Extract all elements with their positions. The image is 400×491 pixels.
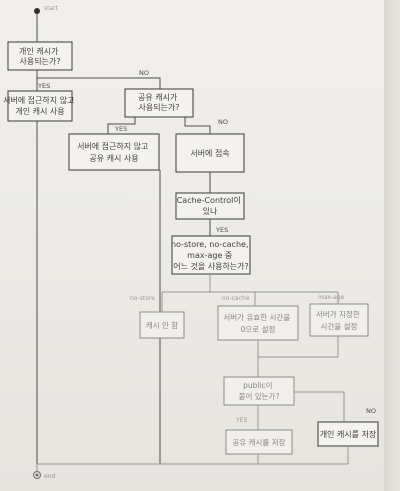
node-store-shared-cache <box>225 429 293 455</box>
edge-label-no-2: NO <box>218 118 228 126</box>
end-node-center <box>35 473 39 477</box>
node-use-shared-cache-text: 서버에 접근하지 않고 공유 캐시 사용 <box>77 141 151 163</box>
edge-n1-n3 <box>37 77 161 89</box>
start-label: start <box>44 5 59 12</box>
node-shared-cache-check <box>124 88 194 118</box>
node-cache-control-check <box>175 192 245 220</box>
node-use-shared-cache <box>68 133 160 171</box>
edge-n10-merge <box>258 336 339 358</box>
node-use-private-cache <box>7 90 73 122</box>
edge-label-yes-3: YES <box>215 226 228 234</box>
end-label: end <box>44 473 55 480</box>
edge-n3-n4 <box>107 117 136 134</box>
node-store-shared-cache-text: 공유 캐시를 저장 <box>232 437 285 447</box>
node-store-private-cache <box>317 421 379 447</box>
node-set-zero-validity-text: 서버가 유효한 시간을 0으로 설정 <box>223 312 292 334</box>
node-directive-check-text: no-store, no-cache, max-age 중 어느 것을 사용하는… <box>171 240 251 271</box>
node-set-zero-validity <box>217 305 299 341</box>
edge-label-no-4: NO <box>366 407 376 415</box>
node-shared-cache-check-text: 공유 캐시가 사용되는가? <box>138 93 180 112</box>
edge-n3-n5 <box>184 117 211 134</box>
node-public-check <box>223 376 295 406</box>
node-no-cache <box>139 311 185 339</box>
node-set-server-time-text: 서버가 지정한 시간을 설정 <box>316 309 362 331</box>
start-node <box>34 8 40 14</box>
node-private-cache-check <box>7 41 73 71</box>
page-margin-line <box>384 0 386 491</box>
node-directive-check <box>171 235 251 275</box>
node-set-server-time <box>309 303 369 337</box>
node-connect-server <box>175 133 245 173</box>
node-no-cache-text: 캐시 안 함 <box>146 320 178 330</box>
node-public-check-text: public이 붙어 있는가? <box>239 380 280 401</box>
edge-label-yes-2: YES <box>114 125 127 133</box>
edge-label-no-1: NO <box>139 69 149 77</box>
edge-label-no-store: no-store <box>130 295 155 302</box>
node-private-cache-check-text: 개인 캐시가 사용되는가? <box>19 46 61 66</box>
edge-label-no-cache: no-cache <box>222 295 250 302</box>
edge-label-yes-4: YES <box>235 417 247 424</box>
page-binding-shadow <box>386 0 400 491</box>
edge-n11-n13 <box>294 391 345 422</box>
node-use-private-cache-text: 서버에 접근하지 않고 개인 캐시 사용 <box>3 95 77 116</box>
end-node <box>33 471 41 479</box>
node-store-private-cache-text: 개인 캐시를 저장 <box>320 429 377 439</box>
edge-label-max-age: max-age <box>318 294 345 301</box>
edge-label-yes-1: YES <box>37 82 50 90</box>
node-cache-control-check-text: Cache-Control이 있나 <box>177 195 244 216</box>
node-connect-server-text: 서버에 접속 <box>190 148 229 158</box>
